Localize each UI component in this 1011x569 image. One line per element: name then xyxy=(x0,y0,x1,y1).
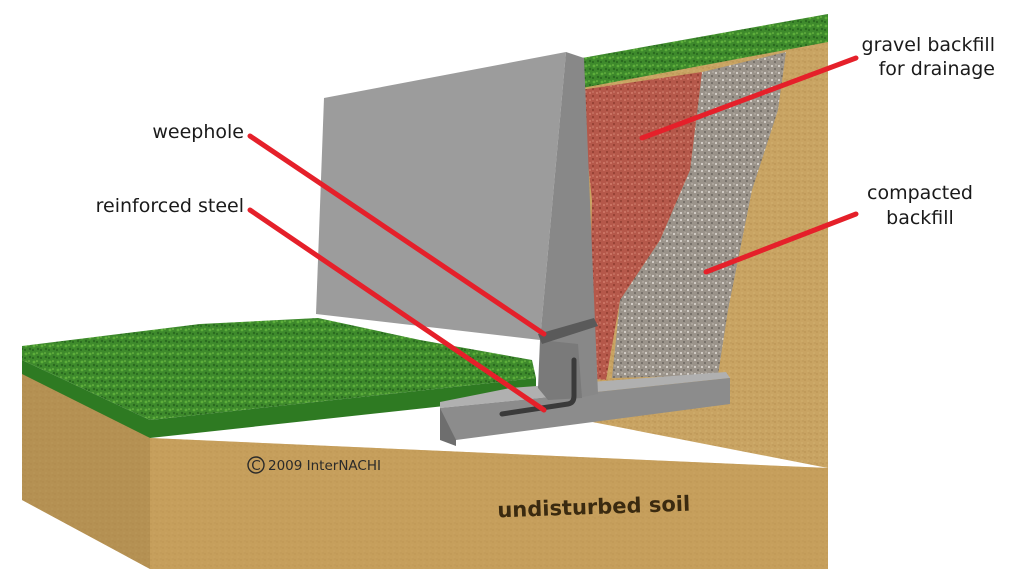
label-compacted-line1: compacted xyxy=(867,182,973,204)
label-reinforced-steel: reinforced steel xyxy=(96,195,244,217)
copyright-symbol-circle xyxy=(247,456,265,474)
compacted-backfill xyxy=(612,52,786,378)
pointer-gravel-drainage xyxy=(639,55,859,141)
footing-front xyxy=(440,378,730,440)
label-weephole: weephole xyxy=(152,121,244,143)
pointer-reinforced-steel xyxy=(247,207,547,413)
soil-side-face xyxy=(22,360,150,569)
weephole-pipe xyxy=(538,318,598,344)
front-grass-surface xyxy=(22,318,536,420)
copyright-symbol: C xyxy=(251,458,260,474)
footing-side xyxy=(440,408,456,446)
copyright-text: 2009 InterNACHI xyxy=(268,458,381,474)
gravel-drainage-backfill xyxy=(580,72,702,380)
pointer-compacted-backfill xyxy=(703,211,859,275)
label-gravel-backfill-line2: for drainage xyxy=(879,58,995,80)
stem-wall-side xyxy=(540,52,598,398)
soil-front-face xyxy=(150,438,828,569)
front-grass-edge xyxy=(22,360,536,438)
back-grass-strip xyxy=(582,14,828,88)
stem-wall-base xyxy=(538,340,582,400)
pointer-weephole xyxy=(247,133,547,337)
label-gravel-backfill-line1: gravel backfill xyxy=(862,34,995,56)
label-compacted-line2: backfill xyxy=(886,207,954,229)
stem-wall-front xyxy=(316,52,566,340)
reinforced-steel-bar xyxy=(499,357,577,417)
